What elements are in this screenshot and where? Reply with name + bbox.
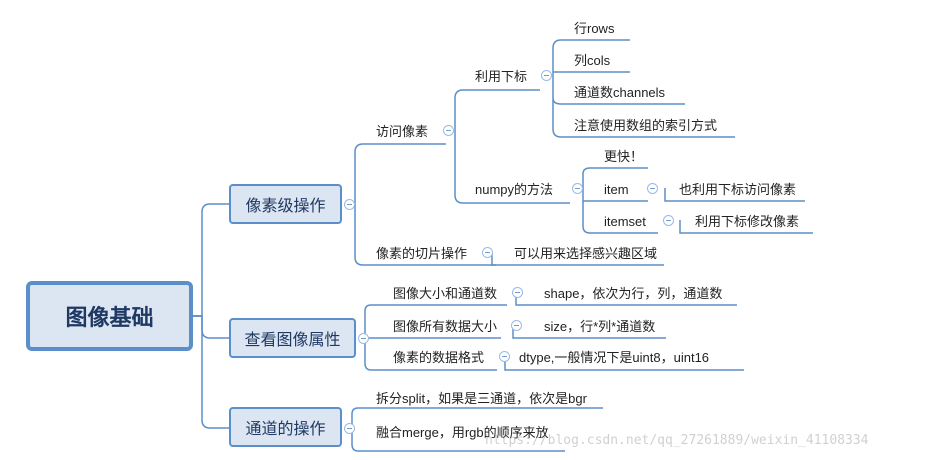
- connector-itemset-desc: [679, 220, 813, 234]
- node-item-desc[interactable]: 也利用下标访问像素: [679, 182, 797, 197]
- node-access-pixels[interactable]: 访问像素: [376, 124, 429, 139]
- connector-slice-desc: [491, 252, 664, 266]
- branch-pixel-ops[interactable]: 像素级操作: [229, 184, 342, 224]
- collapse-toggle-pixel-ops[interactable]: [344, 199, 355, 210]
- node-prop-shape-desc[interactable]: shape，依次为行，列，通道数: [544, 286, 723, 301]
- node-itemset-desc[interactable]: 利用下标修改像素: [695, 214, 800, 229]
- connector-root-props: [193, 315, 229, 339]
- connector-pixel-access: [354, 143, 446, 204]
- node-prop-dtype-desc[interactable]: dtype,一般情况下是uint8，uint16: [519, 350, 710, 365]
- connector-access-subscript: [454, 89, 540, 144]
- node-prop-shape[interactable]: 图像大小和通道数: [393, 286, 498, 301]
- collapse-toggle-itemset[interactable]: [663, 215, 674, 226]
- connector-pixel-slice: [354, 204, 496, 266]
- branch-channels[interactable]: 通道的操作: [229, 407, 342, 447]
- collapse-toggle-slice[interactable]: [482, 247, 493, 258]
- node-subscript[interactable]: 利用下标: [475, 69, 528, 84]
- node-faster[interactable]: 更快！: [604, 149, 644, 164]
- connector-channels-items: [351, 407, 603, 452]
- connector-item-desc: [664, 188, 805, 202]
- collapse-toggle-access[interactable]: [443, 125, 454, 136]
- node-sub-rows[interactable]: 行rows: [574, 21, 615, 36]
- collapse-toggle-prop-3[interactable]: [499, 351, 510, 362]
- connector-numpy-items: [582, 167, 658, 234]
- node-sub-cols[interactable]: 列cols: [574, 53, 611, 68]
- node-numpy[interactable]: numpy的方法: [475, 182, 554, 197]
- collapse-toggle-item[interactable]: [647, 183, 658, 194]
- node-split[interactable]: 拆分split，如果是三通道，依次是bgr: [376, 391, 587, 406]
- collapse-toggle-prop-2[interactable]: [511, 320, 522, 331]
- connector-props-rows: [364, 304, 507, 371]
- node-slicing[interactable]: 像素的切片操作: [376, 246, 468, 261]
- connector-root-channels: [193, 315, 229, 429]
- collapse-toggle-numpy[interactable]: [572, 183, 583, 194]
- node-merge[interactable]: 融合merge，用rgb的顺序来放: [376, 425, 549, 440]
- watermark: https://blog.csdn.net/qq_27261889/weixin…: [485, 433, 869, 448]
- branch-properties[interactable]: 查看图像属性: [229, 318, 356, 358]
- connector-root-pixel: [193, 203, 229, 317]
- node-itemset[interactable]: itemset: [604, 214, 646, 229]
- node-slicing-desc[interactable]: 可以用来选择感兴趣区域: [514, 246, 658, 261]
- node-prop-size-desc[interactable]: size，行*列*通道数: [544, 319, 656, 334]
- node-sub-channels[interactable]: 通道数channels: [574, 85, 666, 100]
- root-node[interactable]: 图像基础: [26, 281, 193, 351]
- collapse-toggle-subscript[interactable]: [541, 70, 552, 81]
- node-sub-note[interactable]: 注意使用数组的索引方式: [574, 118, 718, 133]
- connector-sub-items: [552, 39, 735, 138]
- collapse-toggle-properties[interactable]: [358, 333, 369, 344]
- collapse-toggle-prop-1[interactable]: [512, 287, 523, 298]
- connector-access-numpy: [454, 144, 570, 204]
- node-prop-dtype[interactable]: 像素的数据格式: [393, 350, 485, 365]
- node-item[interactable]: item: [604, 182, 629, 197]
- node-prop-size[interactable]: 图像所有数据大小: [393, 319, 498, 334]
- collapse-toggle-channels[interactable]: [344, 423, 355, 434]
